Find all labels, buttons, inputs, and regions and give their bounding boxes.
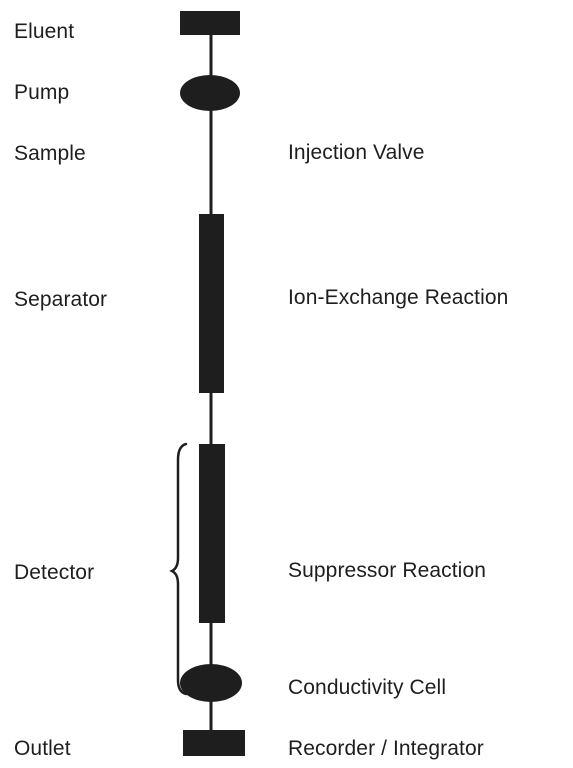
pump-symbol	[180, 75, 240, 111]
separator-column	[199, 214, 224, 393]
label-conductivity-cell: Conductivity Cell	[288, 676, 447, 699]
label-sample: Sample	[14, 142, 86, 165]
label-separator: Separator	[14, 288, 108, 311]
label-eluent: Eluent	[14, 20, 75, 43]
label-suppressor-reaction: Suppressor Reaction	[288, 559, 487, 582]
eluent-reservoir	[180, 11, 240, 35]
conductivity-cell-symbol	[180, 664, 242, 702]
detector-brace	[169, 442, 188, 696]
label-recorder-integrator: Recorder / Integrator	[288, 737, 484, 760]
label-injection-valve: Injection Valve	[288, 141, 425, 164]
recorder-box	[183, 730, 245, 756]
label-detector: Detector	[14, 561, 95, 584]
label-outlet: Outlet	[14, 737, 71, 760]
label-ion-exchange-reaction: Ion-Exchange Reaction	[288, 286, 509, 309]
label-pump: Pump	[14, 81, 70, 104]
suppressor-column	[199, 444, 225, 623]
